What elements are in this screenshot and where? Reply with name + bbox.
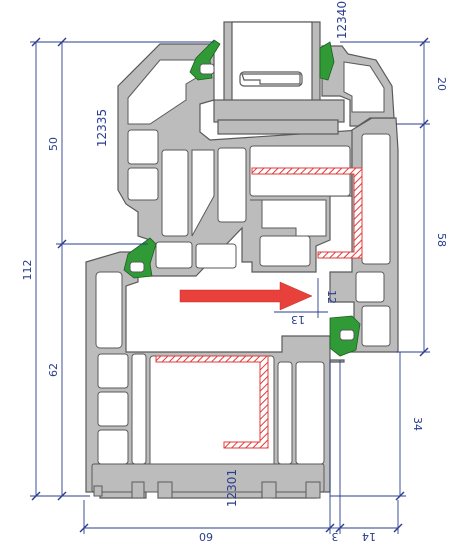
dim-left-lower: 62 [47,363,60,377]
dim-bottom-small: 3 [332,530,339,543]
gasket-plugs [129,63,355,341]
dim-bottom-width: 60 [199,530,213,543]
red-arrow-icon [179,281,313,311]
dim-right-upper: 20 [435,77,448,91]
dim-left-upper: 50 [47,137,60,151]
glass-unit [213,21,345,135]
frame-feet [91,463,325,499]
dim-left-outer-height: 112 [21,260,34,281]
bead-chambers [343,61,385,113]
dimension-ticks [31,37,429,533]
gasket-top-right [319,41,335,81]
dim-inner-horizontal: 13 [291,313,305,326]
sash-chambers [127,59,351,269]
dim-inner-vertical: 12 [325,290,338,304]
sash-code-label: 12335 [95,109,109,147]
dim-right-middle: 58 [435,233,448,247]
bead-code-label: 12340 [335,1,349,39]
reinforcement-sash [251,167,363,259]
dim-right-lower: 34 [411,417,424,431]
frame-right-chambers [355,133,391,347]
reinforcement-frame [155,355,269,449]
frame-code-label: 12301 [225,469,239,507]
dim-bottom-right: 14 [362,530,376,543]
dimension-lines [30,41,430,534]
